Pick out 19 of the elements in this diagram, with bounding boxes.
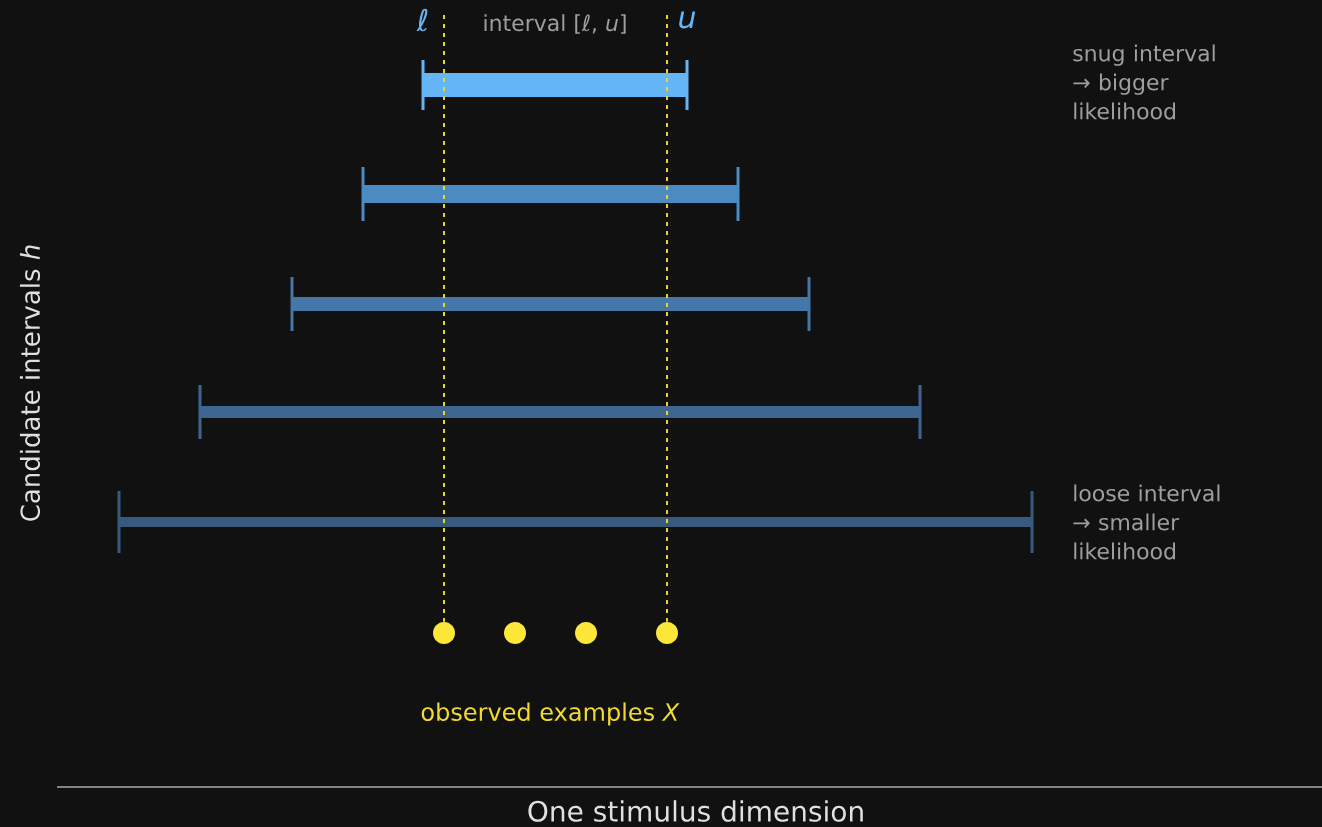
axis-label: One stimulus dimension [528, 800, 863, 822]
interval-label: interval [ℓ, u] [484, 14, 626, 34]
symbol-label: u [679, 11, 696, 29]
interval-bar [290, 277, 811, 331]
example-dot [433, 622, 455, 644]
axis-label: Candidate intervals h [19, 245, 41, 521]
symbol-label: ℓ [416, 8, 428, 32]
interval-bar [421, 60, 689, 110]
example-dot [656, 622, 678, 644]
caption-text: observed examples X [421, 702, 680, 726]
interval-bar [198, 385, 922, 439]
guide-line [443, 14, 445, 623]
annotation-text: snug interval → bigger likelihood [1073, 44, 1215, 120]
example-dot [504, 622, 526, 644]
annotation-text: loose interval → smaller likelihood [1073, 484, 1220, 560]
interval-bar [361, 167, 740, 221]
interval-bar [117, 491, 1034, 553]
example-dot [575, 622, 597, 644]
guide-line [666, 14, 668, 623]
